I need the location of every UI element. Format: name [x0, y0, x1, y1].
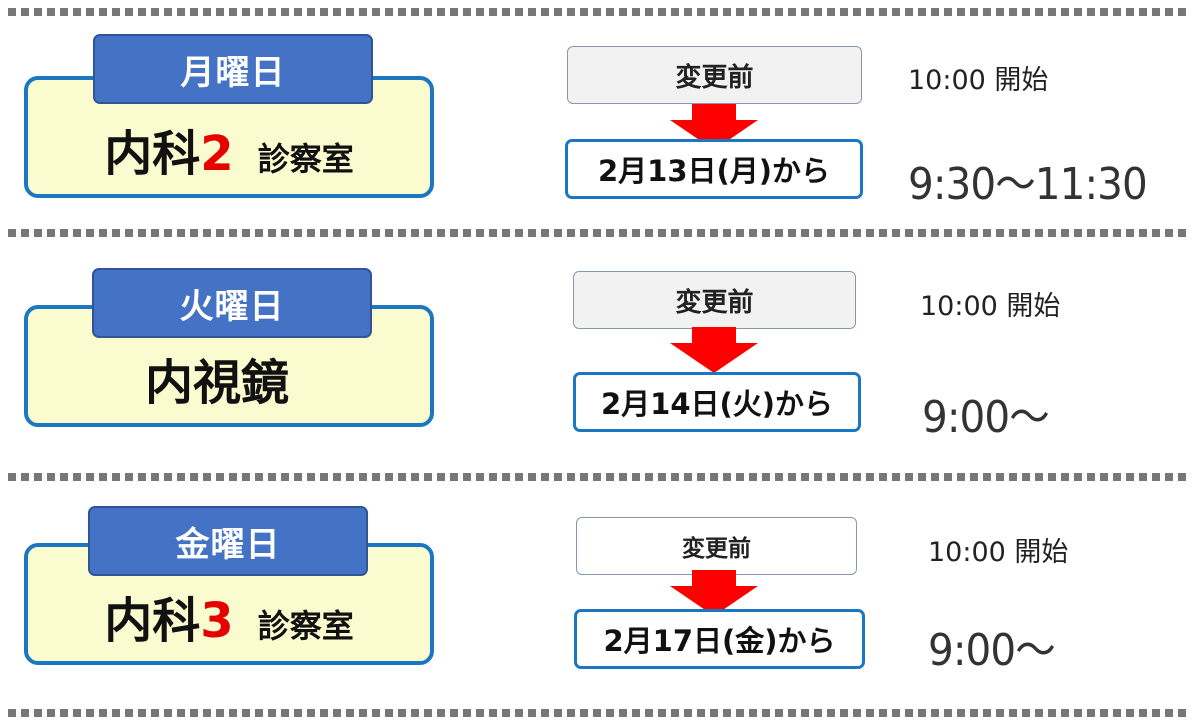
divider-bottom — [8, 709, 1188, 717]
room-suffix: 診察室 — [257, 140, 354, 178]
day-tab: 金曜日 — [88, 506, 368, 576]
divider-2 — [8, 473, 1188, 481]
change-date-box: 2月14日(火)から — [573, 372, 861, 432]
down-arrow-icon — [670, 570, 758, 616]
divider-1 — [8, 229, 1188, 237]
new-time: 9:00～ — [928, 625, 1056, 676]
room-number: 3 — [200, 593, 234, 649]
room-name: 内科 — [104, 593, 201, 649]
change-date-box: 2月17日(金)から — [574, 609, 865, 669]
room-name: 内視鏡 — [144, 355, 289, 411]
room-label: 内科 2 診察室 — [28, 114, 430, 184]
room-number: 2 — [200, 126, 234, 182]
day-tab: 月曜日 — [93, 34, 373, 104]
divider-top — [8, 8, 1188, 16]
new-time: 9:30～11:30 — [908, 159, 1148, 210]
room-name: 内科 — [104, 126, 201, 182]
old-start-time: 10:00 開始 — [908, 65, 1049, 96]
before-change-box: 変更前 — [567, 46, 862, 104]
room-label: 内科 3 診察室 — [28, 581, 430, 651]
before-change-box: 変更前 — [576, 517, 857, 575]
before-change-box: 変更前 — [573, 271, 856, 329]
day-tab: 火曜日 — [92, 268, 372, 338]
old-start-time: 10:00 開始 — [928, 537, 1069, 568]
room-suffix: 診察室 — [257, 607, 354, 645]
old-start-time: 10:00 開始 — [920, 291, 1061, 322]
new-time: 9:00～ — [922, 392, 1050, 443]
room-label: 内視鏡 — [28, 343, 430, 413]
change-date-box: 2月13日(月)から — [565, 139, 863, 199]
down-arrow-icon — [670, 104, 758, 150]
down-arrow-icon — [670, 327, 758, 373]
